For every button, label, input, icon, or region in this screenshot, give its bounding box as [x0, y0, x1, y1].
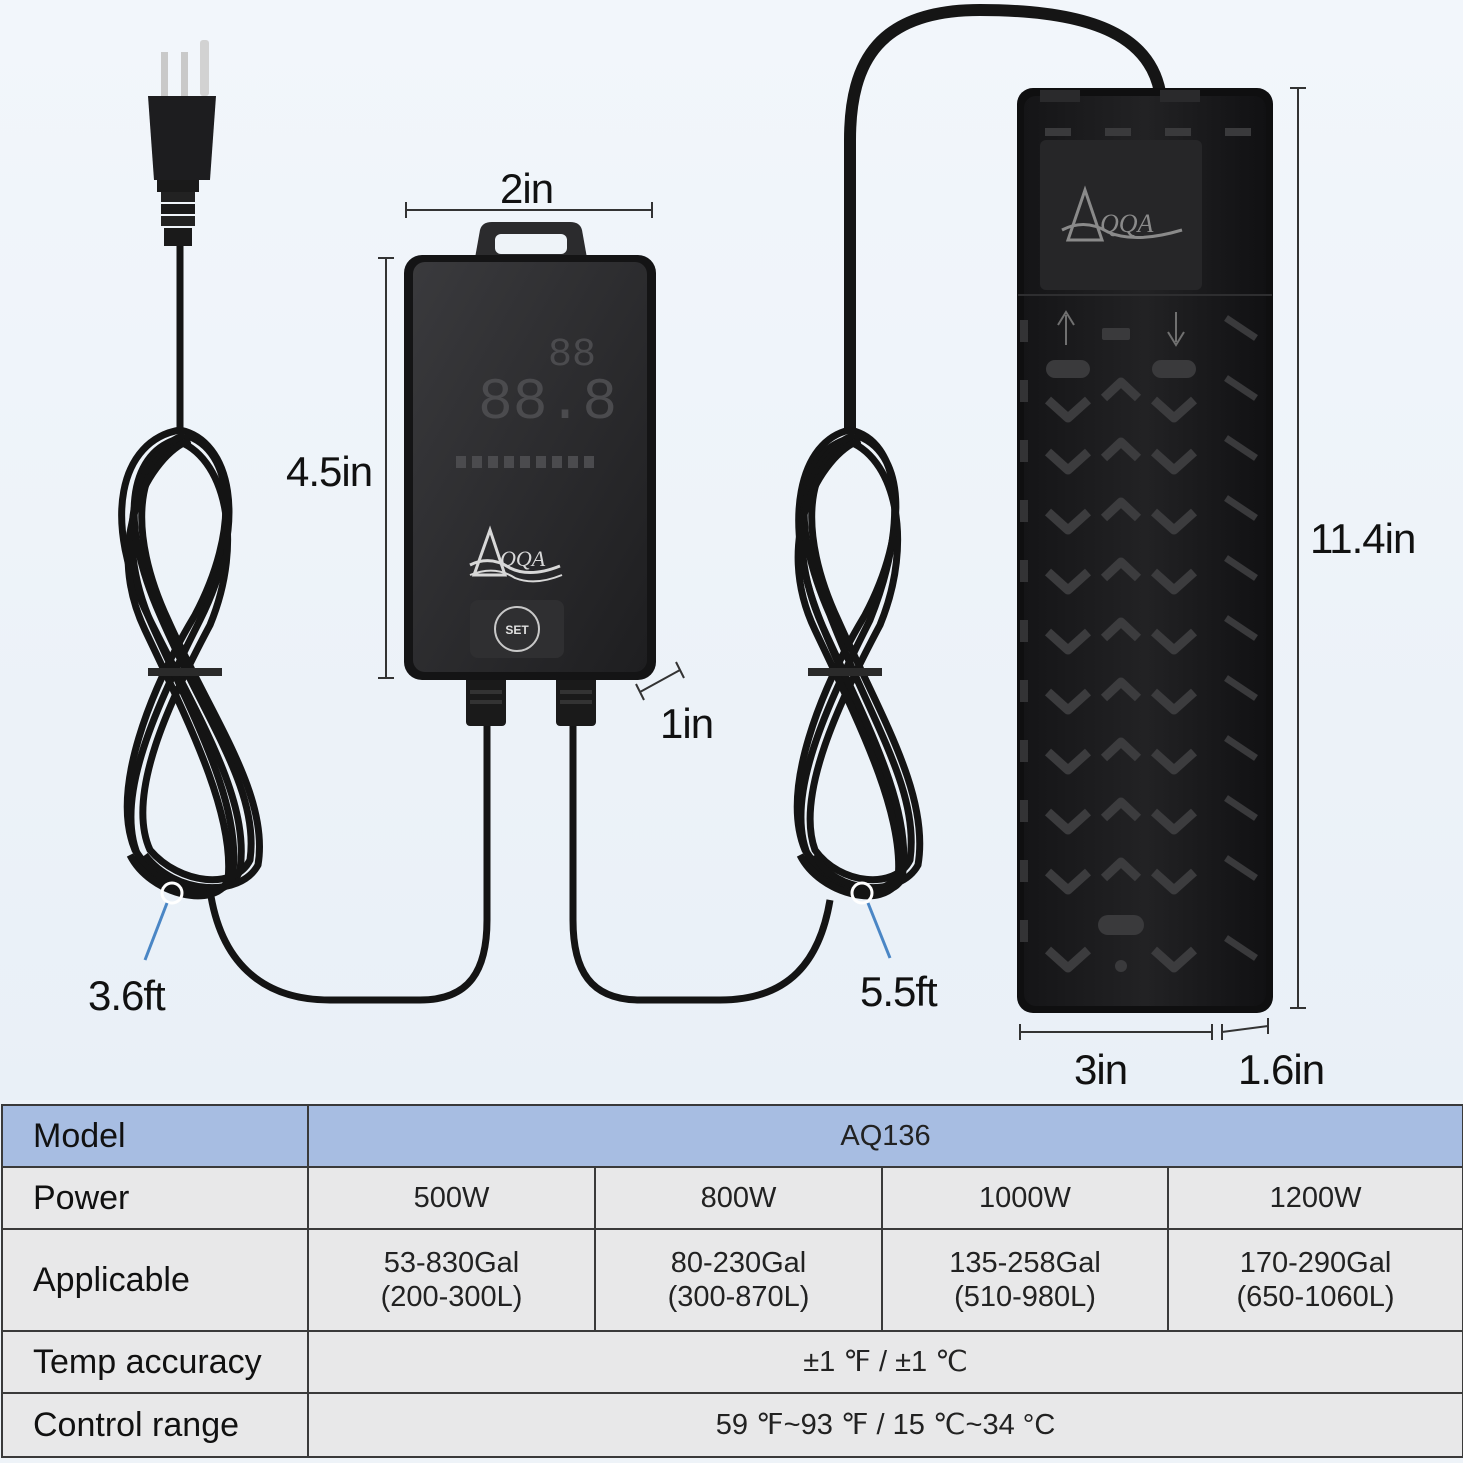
applicable-value: 53-830Gal(200-300L)	[307, 1228, 596, 1332]
controller-unit: 88 88.8 QQA SET	[404, 222, 656, 680]
applicable-value: 135-258Gal(510-980L)	[881, 1228, 1169, 1332]
power-value: 1000W	[881, 1166, 1169, 1230]
power-value: 1200W	[1166, 1166, 1463, 1230]
applicable-gal: 80-230Gal	[670, 1247, 807, 1279]
applicable-value: 80-230Gal(300-870L)	[594, 1228, 883, 1332]
heater-depth-label: 1.6in	[1238, 1046, 1325, 1093]
heater-cord-callout	[850, 881, 874, 905]
up-arrow-icon	[1057, 310, 1075, 345]
table-row-applicable: Applicable 53-830Gal(200-300L) 80-230Gal…	[1, 1228, 1463, 1332]
power-cord-coil	[118, 246, 491, 1004]
heater-unit: QQA	[1017, 88, 1273, 1013]
power-cord-callout	[160, 881, 184, 905]
table-row-power: Power 500W 800W 1000W 1200W	[1, 1166, 1463, 1230]
applicable-liters: (650-1060L)	[1236, 1281, 1395, 1313]
dimension-lines	[378, 87, 1306, 1040]
product-image: 88 88.8 QQA SET QQA	[0, 0, 1463, 1100]
model-label: Model	[1, 1104, 309, 1168]
controller-height-label: 4.5in	[286, 448, 373, 495]
plug-icon	[148, 40, 216, 246]
cable-tie-right	[808, 668, 882, 676]
product-illustration: 88 88.8 QQA SET QQA	[118, 3, 1306, 1040]
applicable-liters: (200-300L)	[380, 1281, 523, 1313]
display-top: 88	[548, 333, 596, 378]
power-value: 800W	[594, 1166, 883, 1230]
aqqa-logo-icon: QQA	[469, 525, 563, 583]
power-cord-length-label: 3.6ft	[88, 972, 166, 1019]
display-main: 88.8	[478, 371, 617, 436]
set-button-icon[interactable]	[494, 606, 540, 652]
control-range-label: Control range	[1, 1392, 309, 1458]
applicable-liters: (300-870L)	[667, 1281, 810, 1313]
svg-text:QQA: QQA	[1100, 209, 1154, 238]
table-row-control-range: Control range 59 ℉~93 ℉ / 15 ℃~34 °C	[1, 1392, 1463, 1458]
heater-cord	[844, 3, 1166, 430]
temp-accuracy-value: ±1 ℉ / ±1 ℃	[306, 1330, 1463, 1394]
controller-connectors	[466, 676, 596, 726]
applicable-gal: 53-830Gal	[383, 1247, 520, 1279]
power-value: 500W	[307, 1166, 596, 1230]
control-range-value: 59 ℉~93 ℉ / 15 ℃~34 °C	[306, 1392, 1463, 1458]
applicable-gal: 170-290Gal	[1239, 1247, 1392, 1279]
power-label: Power	[1, 1166, 309, 1230]
down-arrow-icon	[1167, 312, 1185, 347]
controller-width-label: 2in	[500, 165, 554, 212]
heater-cord-coil	[569, 426, 924, 1004]
heater-length-label: 11.4in	[1310, 515, 1416, 562]
applicable-label: Applicable	[1, 1228, 309, 1332]
model-value: AQ136	[306, 1104, 1463, 1168]
svg-text:QQA: QQA	[500, 546, 546, 571]
set-button-panel	[470, 600, 564, 658]
set-button-label[interactable]: SET	[505, 623, 529, 637]
controller-depth-label: 1in	[660, 700, 714, 747]
table-row-temp-accuracy: Temp accuracy ±1 ℉ / ±1 ℃	[1, 1330, 1463, 1394]
spec-table: Model AQ136 Power 500W 800W 1000W 1200W …	[1, 1104, 1463, 1458]
heater-cord-length-label: 5.5ft	[860, 968, 938, 1015]
cable-tie-left	[148, 668, 222, 676]
heater-width-label: 3in	[1074, 1046, 1128, 1093]
applicable-value: 170-290Gal(650-1060L)	[1166, 1228, 1463, 1332]
temp-accuracy-label: Temp accuracy	[1, 1330, 309, 1394]
applicable-gal: 135-258Gal	[949, 1247, 1101, 1279]
table-row-model: Model AQ136	[1, 1104, 1463, 1168]
applicable-liters: (510-980L)	[954, 1281, 1096, 1313]
heater-logo-icon: QQA	[1061, 185, 1183, 242]
